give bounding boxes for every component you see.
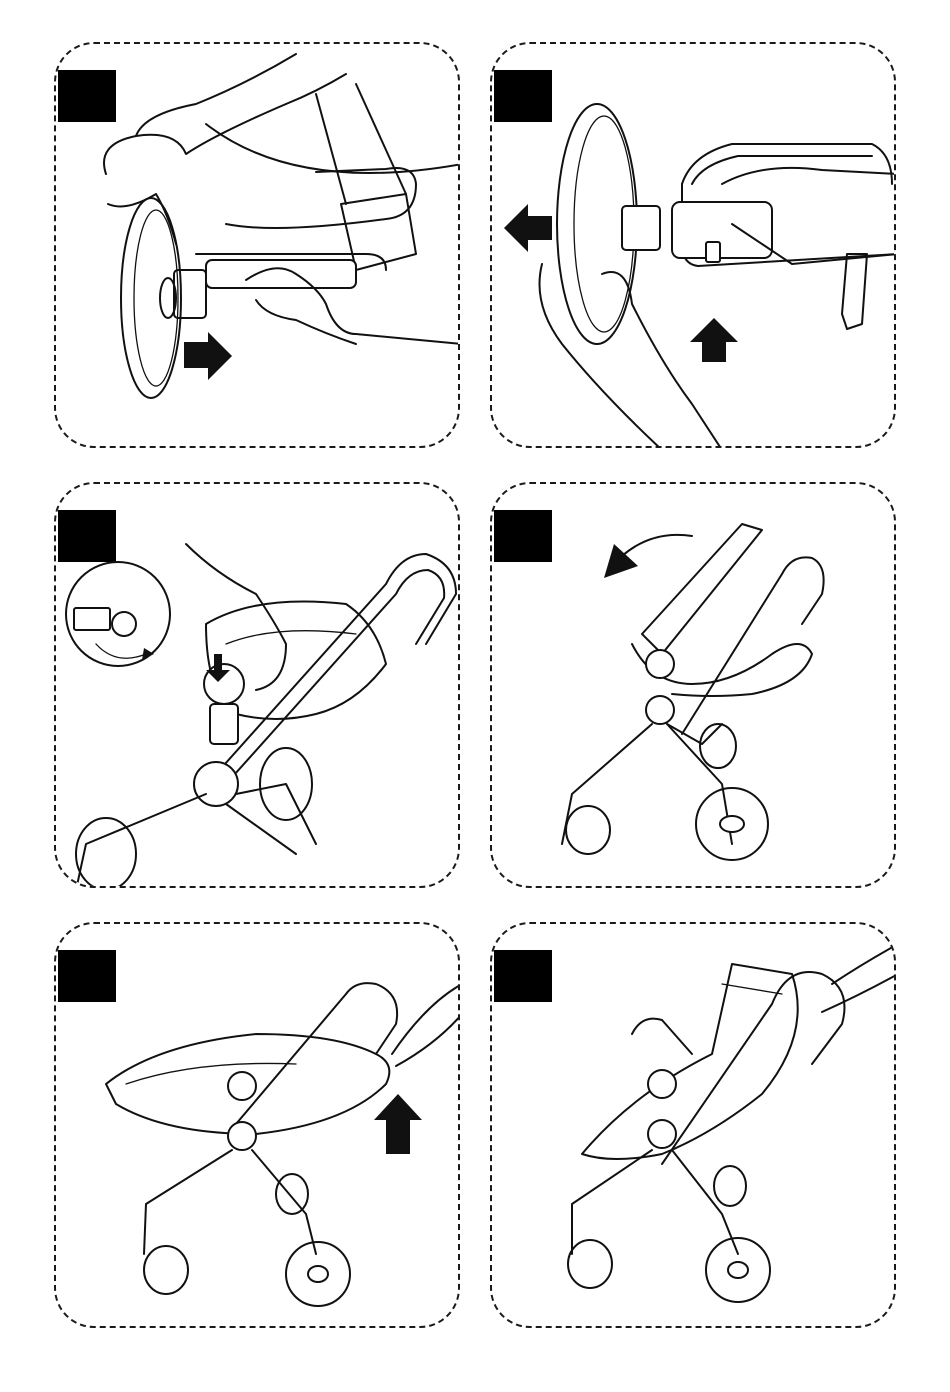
curved-arrow-left-icon <box>622 535 692 556</box>
stroller-assembled-illustration <box>492 924 896 1328</box>
seat-attach-illustration <box>56 484 460 888</box>
wheel-button-release-illustration <box>492 44 896 448</box>
arrow-up-icon <box>374 1094 422 1154</box>
panel-step-6 <box>490 922 896 1328</box>
panel-step-5 <box>54 922 460 1328</box>
arrow-right-icon <box>184 332 232 380</box>
arrow-up-icon <box>690 318 738 362</box>
frame-lift-illustration <box>56 924 460 1328</box>
panel-step-2 <box>490 42 896 448</box>
seat-rotate-illustration <box>492 484 896 888</box>
panel-step-1 <box>54 42 460 448</box>
panel-step-4 <box>490 482 896 888</box>
wheel-removal-illustration <box>56 44 460 448</box>
panel-step-3 <box>54 482 460 888</box>
arrow-left-icon <box>504 204 552 252</box>
